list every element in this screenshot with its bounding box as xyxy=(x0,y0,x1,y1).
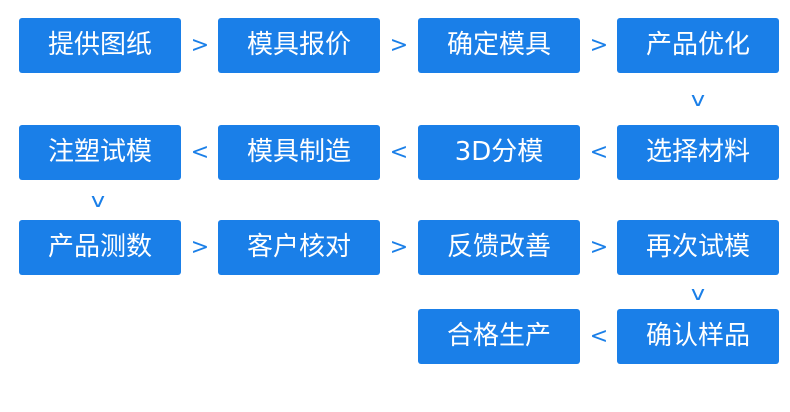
arrow-left-icon: < xyxy=(589,140,609,165)
arrow-right-icon: > xyxy=(389,235,409,260)
arrow-down-icon: v xyxy=(690,281,706,305)
arrow-left-icon: < xyxy=(190,140,210,165)
step-qualified-production: 合格生产 xyxy=(418,309,580,364)
step-mold-quotation: 模具报价 xyxy=(218,18,380,73)
arrow-right-icon: > xyxy=(190,33,210,58)
arrow-right-icon: > xyxy=(589,33,609,58)
arrow-left-icon: < xyxy=(589,324,609,349)
step-confirm-sample: 确认样品 xyxy=(617,309,779,364)
arrow-down-icon: v xyxy=(690,87,706,111)
arrow-down-icon: v xyxy=(90,188,106,212)
step-customer-check: 客户核对 xyxy=(218,220,380,275)
step-provide-drawings: 提供图纸 xyxy=(19,18,181,73)
step-injection-trial: 注塑试模 xyxy=(19,125,181,180)
arrow-right-icon: > xyxy=(190,235,210,260)
arrow-right-icon: > xyxy=(389,33,409,58)
step-product-measurement: 产品测数 xyxy=(19,220,181,275)
step-mold-manufacturing: 模具制造 xyxy=(218,125,380,180)
arrow-right-icon: > xyxy=(589,235,609,260)
step-3d-parting: 3D分模 xyxy=(418,125,580,180)
step-select-material: 选择材料 xyxy=(617,125,779,180)
arrow-left-icon: < xyxy=(389,140,409,165)
step-retrial: 再次试模 xyxy=(617,220,779,275)
step-feedback-improve: 反馈改善 xyxy=(418,220,580,275)
step-product-optimization: 产品优化 xyxy=(617,18,779,73)
step-confirm-mold: 确定模具 xyxy=(418,18,580,73)
